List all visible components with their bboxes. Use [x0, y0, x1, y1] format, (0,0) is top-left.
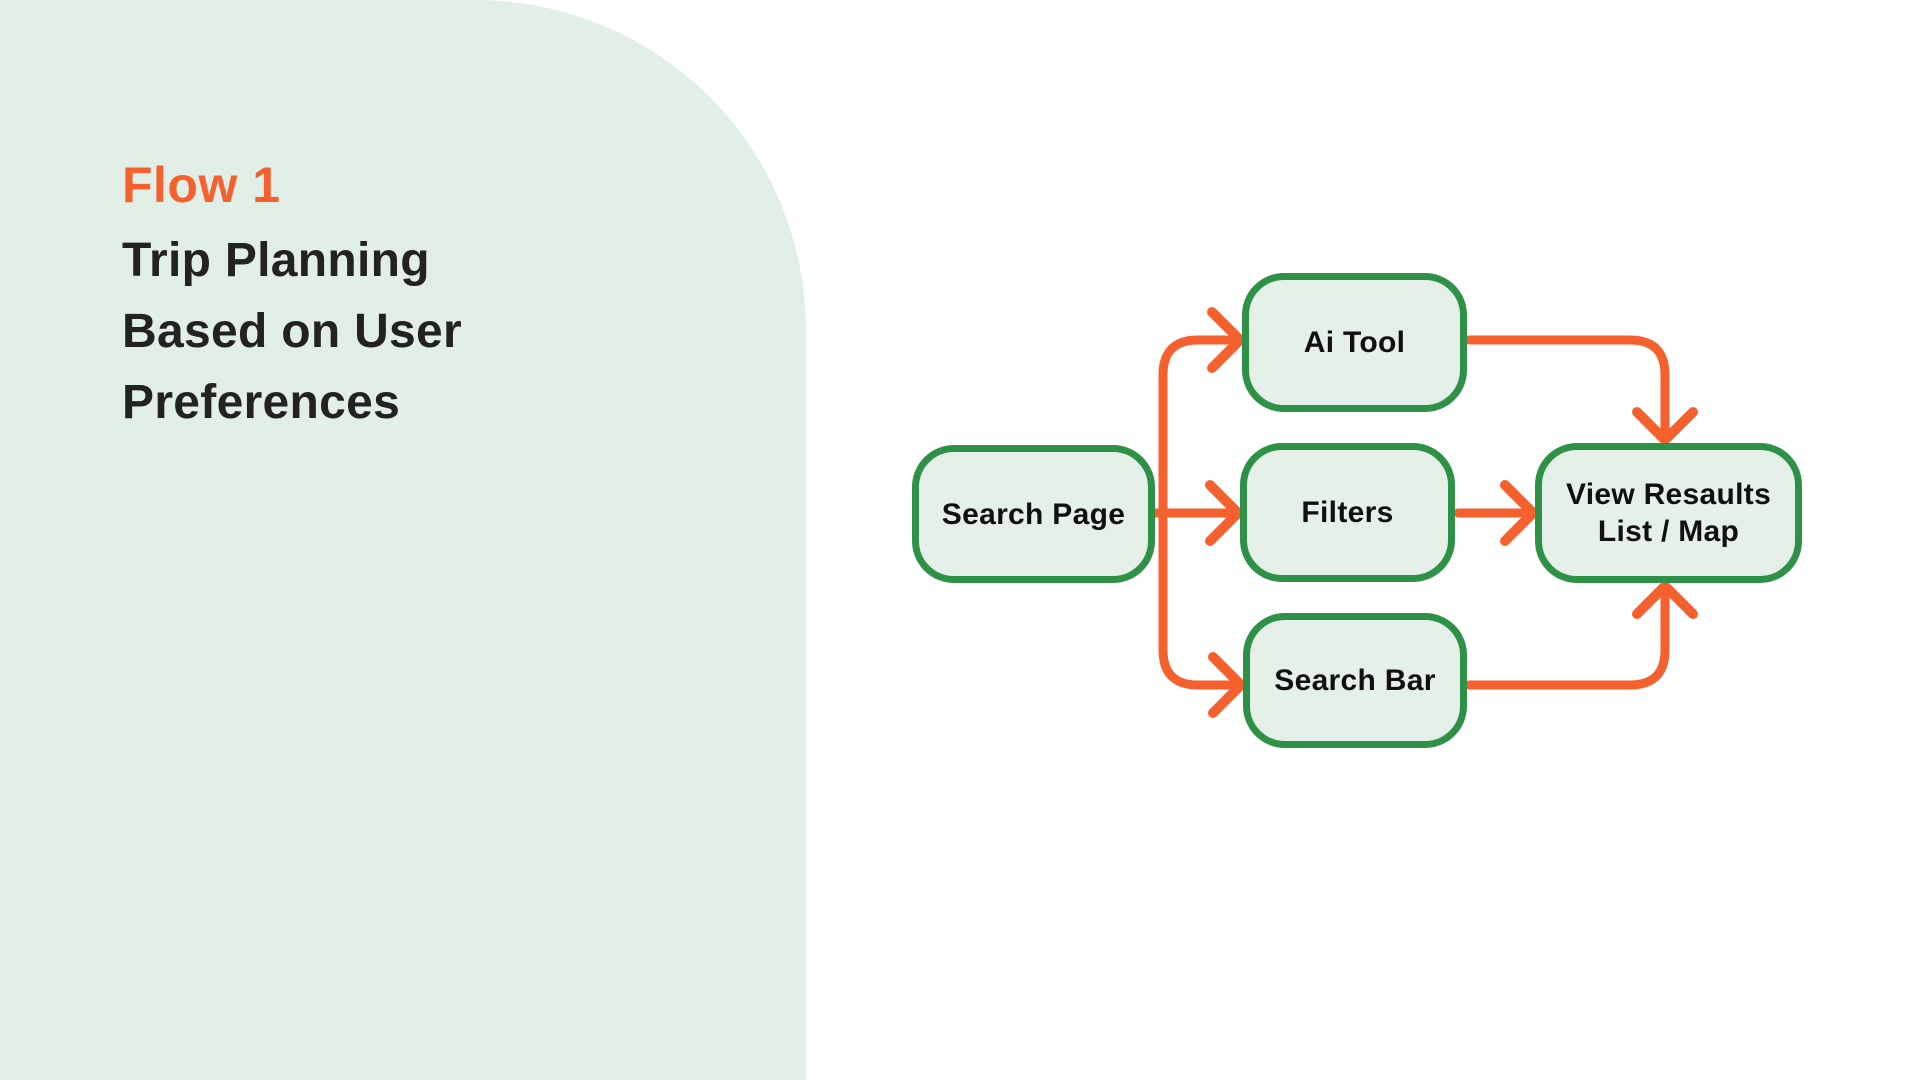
- node-search-bar-label: Search Bar: [1274, 664, 1436, 697]
- arrowhead-into-view-results-top: [1632, 407, 1698, 445]
- node-ai-tool-label: Ai Tool: [1303, 326, 1406, 359]
- edge-ai-tool-to-view-results: [1464, 335, 1670, 440]
- node-ai-tool: Ai Tool: [1242, 273, 1467, 412]
- flow-label: Flow 1: [122, 157, 281, 213]
- node-search-page-label: Search Page: [941, 497, 1126, 531]
- left-panel: [0, 0, 806, 1080]
- node-filters: Filters: [1240, 443, 1455, 582]
- node-search-page: Search Page: [912, 445, 1155, 583]
- node-view-results-label: View Resaults List / Map: [1565, 478, 1772, 548]
- title-block: Flow 1 Trip Planning Based on User Prefe…: [122, 155, 682, 438]
- node-search-bar: Search Bar: [1243, 613, 1467, 748]
- arrowhead-into-view-results-left: [1500, 480, 1538, 546]
- arrowhead-into-ai-tool: [1207, 307, 1245, 373]
- arrowhead-into-search-bar: [1208, 652, 1246, 718]
- node-view-results: View Resaults List / Map: [1535, 443, 1802, 583]
- arrowhead-into-filters: [1205, 480, 1243, 546]
- edge-search-bar-to-view-results: [1464, 586, 1670, 690]
- node-filters-label: Filters: [1301, 496, 1394, 529]
- page-title: Trip Planning Based on User Preferences: [122, 234, 463, 429]
- arrowhead-into-view-results-bottom: [1632, 581, 1698, 619]
